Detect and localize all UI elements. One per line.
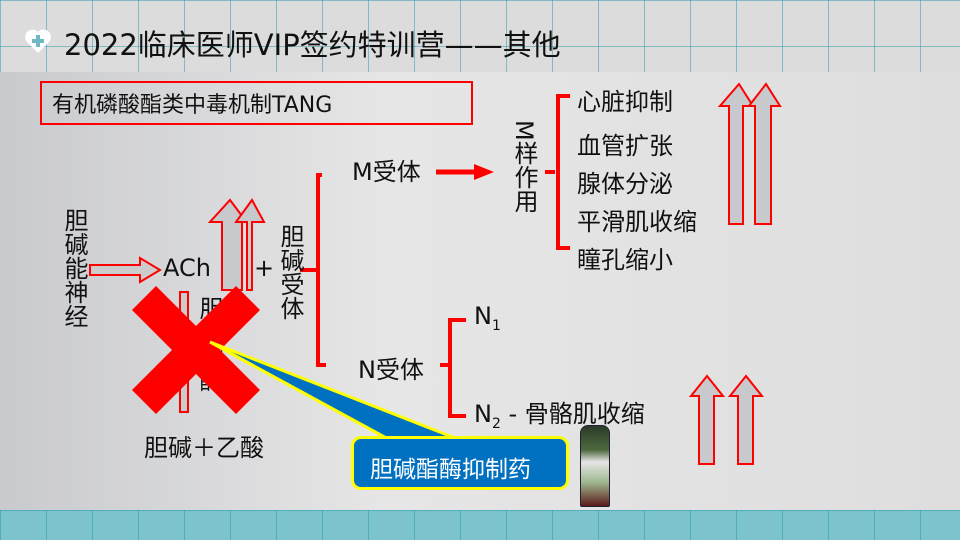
brace-receptor — [300, 173, 326, 367]
m-effect-label: M样作用 — [510, 120, 538, 213]
red-x-icon — [132, 286, 260, 414]
n2-sub: 2 — [491, 415, 501, 432]
footer-bar — [0, 510, 960, 540]
callout-box: 胆碱酯酶抑制药 — [351, 436, 569, 490]
subtitle-box: 有机磷酸酯类中毒机制TANG — [40, 81, 473, 125]
hollow-arrow-icon — [89, 256, 162, 284]
n2-text: N — [474, 400, 492, 428]
cholinergic-nerve-label: 胆碱能神经 — [60, 208, 88, 328]
n2-effect: - 骨骼肌收缩 — [500, 400, 645, 428]
plus-sign: + — [254, 254, 275, 282]
up-arrows-icon — [207, 198, 266, 291]
m-effect-item: 平滑肌收缩 — [577, 208, 697, 236]
up-arrows-m-icon — [717, 82, 782, 225]
n1-sub: 1 — [491, 317, 501, 334]
m-effect-item: 瞳孔缩小 — [577, 246, 673, 274]
n2-label: N2 - 骨骼肌收缩 — [474, 394, 645, 432]
n-receptor-label: N受体 — [358, 356, 424, 384]
brace-n — [440, 318, 466, 418]
m-receptor-label: M受体 — [352, 158, 421, 186]
n1-label: N1 — [474, 302, 501, 334]
products-label: 胆碱＋乙酸 — [144, 434, 264, 462]
ach-label: ACh — [163, 254, 211, 282]
m-effect-item: 心脏抑制 — [577, 88, 673, 116]
page-title: 2022临床医师VIP签约特训营——其他 — [64, 28, 561, 62]
subtitle: 有机磷酸酯类中毒机制TANG — [52, 93, 333, 118]
brace-m-effects — [545, 94, 570, 250]
pesticide-bottle-image — [580, 425, 610, 507]
up-arrows-n-icon — [688, 374, 765, 465]
m-effect-item: 腺体分泌 — [577, 170, 673, 198]
header-bar — [0, 0, 960, 72]
m-effect-item: 血管扩张 — [577, 132, 673, 160]
arrow-right-icon — [474, 164, 494, 180]
receptor-label: 胆碱受体 — [276, 224, 304, 320]
heart-plus-icon — [24, 28, 52, 54]
callout-text: 胆碱酯酶抑制药 — [370, 457, 531, 483]
n1-text: N — [474, 302, 492, 330]
